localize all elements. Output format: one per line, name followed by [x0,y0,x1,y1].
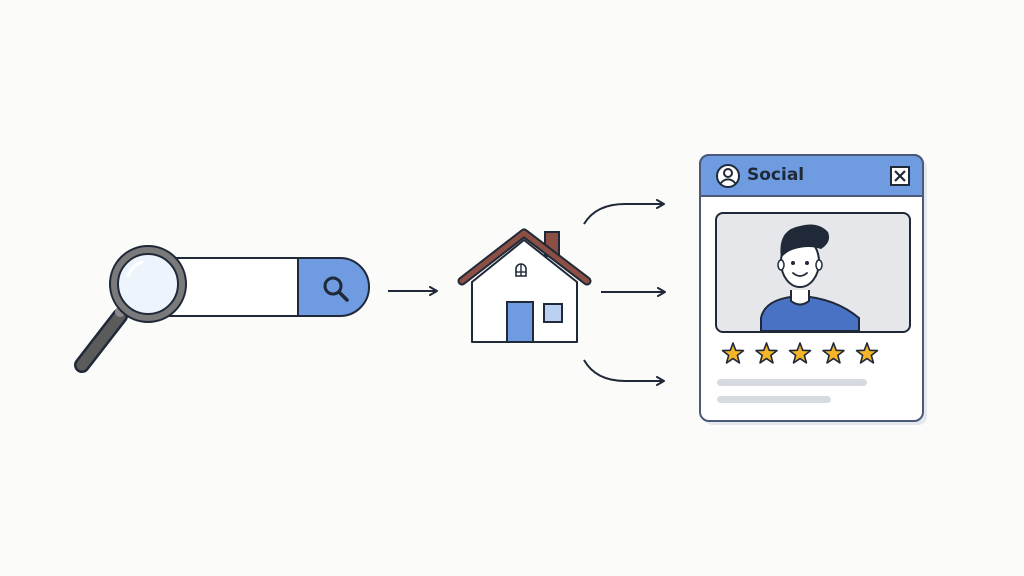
text-placeholder-line [717,379,867,386]
star-icon [755,342,778,364]
user-circle-icon [716,164,740,188]
star-icon [822,342,845,364]
star-icon [788,342,812,364]
social-profile-card [699,154,927,425]
search-button[interactable] [297,257,370,317]
magnifying-glass-icon [74,245,187,373]
close-icon[interactable] [890,166,910,186]
arrow-home-to-card-bottom [583,359,665,386]
profile-photo [715,212,911,333]
card-title: Social [747,165,805,185]
star-icon [721,342,745,364]
text-placeholder-line [717,396,831,403]
star-icon [855,342,879,364]
arrow-home-to-card-top [583,199,665,225]
search-icon [323,276,349,302]
card-header [699,154,924,197]
star-rating [721,342,879,364]
avatar [760,224,860,332]
house-icon [457,228,592,343]
